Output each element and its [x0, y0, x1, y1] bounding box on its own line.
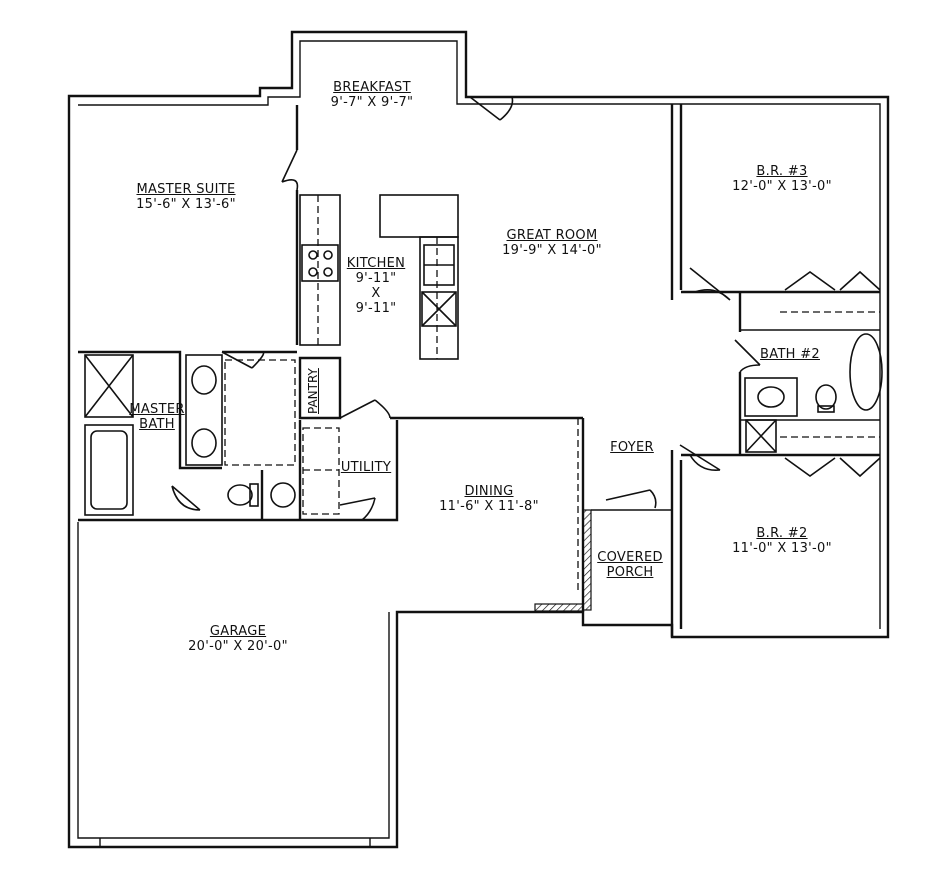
shower: [84, 354, 134, 418]
door: [469, 96, 514, 121]
closet: [224, 359, 296, 466]
vanity-sink: [191, 365, 217, 395]
toilet-tank: [249, 483, 259, 507]
interior-wall: [78, 350, 222, 470]
room-name: PORCH: [606, 565, 654, 580]
kitchen-island: [379, 194, 459, 238]
garage-inner-wall: [77, 522, 390, 839]
door: [339, 497, 376, 521]
room-label-great-room: GREAT ROOM 19'-9" X 14'-0": [502, 228, 602, 258]
room-name: MASTER: [129, 402, 185, 417]
bath2-tub: [849, 333, 883, 411]
door: [171, 485, 201, 511]
room-name: BREAKFAST: [333, 80, 411, 95]
door: [339, 399, 391, 419]
washer-dryer: [302, 427, 340, 515]
stove: [301, 244, 339, 282]
room-dimensions: 11'-6" X 11'-8": [439, 499, 539, 514]
door: [679, 444, 721, 472]
bathtub: [84, 424, 134, 516]
kitchen-counter: [299, 194, 341, 346]
water-heater: [270, 482, 296, 508]
door: [605, 489, 657, 509]
room-dimensions: 15'-6" X 13'-6": [136, 197, 236, 212]
room-name: BATH: [139, 417, 175, 432]
exterior-wall-inner: [78, 40, 881, 629]
kitchen-island: [419, 236, 459, 360]
room-label-pantry: PANTRY: [306, 368, 320, 414]
bath2-toilet-tank: [817, 405, 835, 413]
room-dimensions: 9'-11": [355, 301, 397, 316]
vanity: [185, 354, 223, 466]
door: [734, 339, 761, 373]
room-label-garage: GARAGE 20'-0" X 20'-0": [188, 624, 288, 654]
room-name: BATH #2: [760, 347, 820, 362]
door: [784, 270, 881, 291]
room-label-covered-porch: COVERED PORCH: [597, 550, 663, 580]
room-label-utility: UTILITY: [341, 460, 391, 475]
room-dimensions: 9'-11": [355, 271, 397, 286]
toilet: [227, 484, 253, 506]
room-name: GREAT ROOM: [506, 228, 598, 243]
room-label-master-suite: MASTER SUITE 15'-6" X 13'-6": [136, 182, 236, 212]
stove-burner: [308, 267, 318, 277]
room-dimensions: 19'-9" X 14'-0": [502, 243, 602, 258]
stove-burner: [323, 267, 333, 277]
stove-burner: [323, 250, 333, 260]
room-label-br2: B.R. #2 11'-0" X 13'-0": [732, 526, 832, 556]
room-label-foyer: FOYER: [610, 440, 654, 455]
room-label-dining: DINING 11'-6" X 11'-8": [439, 484, 539, 514]
door: [784, 457, 881, 478]
vanity-sink: [191, 428, 217, 458]
bath2-vanity: [744, 377, 798, 417]
room-label-master-bath: MASTER BATH: [129, 402, 184, 432]
porch-post-wall: [582, 509, 592, 611]
bath2-shower: [745, 419, 777, 453]
stove-burner: [308, 250, 318, 260]
room-name: DINING: [464, 484, 514, 499]
room-label-bath2: BATH #2: [760, 347, 820, 362]
room-name: COVERED: [597, 550, 663, 565]
porch-step: [534, 603, 584, 612]
room-name: FOYER: [610, 440, 654, 455]
room-label-kitchen: KITCHEN 9'-11" X 9'-11": [347, 256, 405, 316]
room-name: B.R. #3: [756, 164, 808, 179]
room-name: MASTER SUITE: [136, 182, 236, 197]
bath2-sink: [757, 386, 785, 408]
interior-wall: [78, 420, 399, 522]
shower-x: [84, 354, 134, 418]
bathtub-inner: [90, 430, 128, 510]
room-dimensions: X: [371, 286, 381, 301]
room-dimensions: 9'-7" X 9'-7": [330, 95, 414, 110]
room-dimensions: 11'-0" X 13'-0": [732, 541, 832, 556]
exterior-wall: [67, 30, 890, 849]
garage-door-opening: [99, 838, 371, 847]
door: [281, 149, 299, 191]
room-name: GARAGE: [209, 624, 267, 639]
door: [689, 267, 731, 301]
room-label-br3: B.R. #3 12'-0" X 13'-0": [732, 164, 832, 194]
room-dimensions: 20'-0" X 20'-0": [188, 639, 288, 654]
room-name: B.R. #2: [756, 526, 808, 541]
dishwasher: [421, 291, 457, 327]
bath2-shower-x: [745, 419, 777, 453]
room-label-breakfast: BREAKFAST 9'-7" X 9'-7": [331, 80, 414, 110]
dishwasher-x: [421, 291, 457, 327]
room-dimensions: 12'-0" X 13'-0": [732, 179, 832, 194]
room-name: KITCHEN: [346, 256, 406, 271]
room-name: UTILITY: [340, 460, 392, 475]
bath2-toilet: [815, 384, 837, 410]
